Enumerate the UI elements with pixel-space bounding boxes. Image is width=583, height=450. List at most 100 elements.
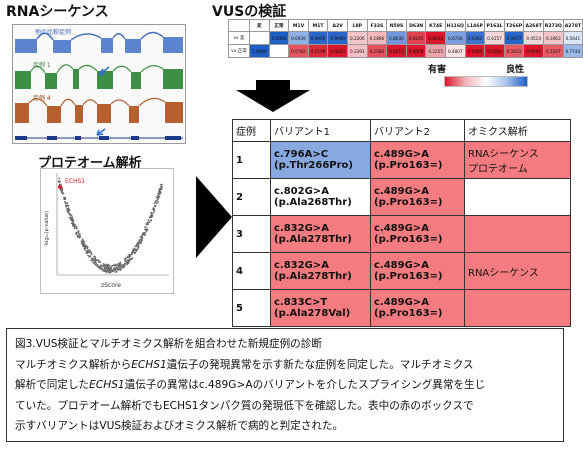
- volcano-point: [131, 250, 134, 253]
- volcano-point: [97, 260, 100, 263]
- vus-column-header: D63N: [406, 19, 427, 32]
- volcano-point: [64, 200, 66, 203]
- volcano-point: [69, 216, 72, 219]
- volcano-point: [72, 220, 75, 223]
- volcano-point: [67, 207, 70, 210]
- volcano-point: [156, 202, 158, 205]
- vus-column-header: 変: [250, 19, 270, 32]
- volcano-point: [78, 236, 81, 239]
- variant1-cell-line: (p.Ala268Thr): [274, 197, 352, 208]
- volcano-point: [158, 192, 161, 195]
- vus-heatmap-cell: 0.7744: [563, 45, 583, 58]
- vus-row-label: vs 変: [228, 32, 250, 45]
- volcano-point: [124, 259, 127, 262]
- volcano-point: [68, 209, 71, 211]
- volcano-point: [70, 214, 73, 217]
- vus-heatmap-cell: 0.2255: [426, 45, 446, 58]
- x-axis-label: zScore: [101, 282, 121, 289]
- volcano-point: [115, 270, 118, 273]
- vus-heatmap-cell: 0.5641: [563, 32, 583, 45]
- variant2-cell: c.489G>A(p.Pro163=): [370, 141, 465, 179]
- volcano-point: [90, 259, 93, 262]
- variant2-cell-line: (p.Pro163=): [374, 271, 443, 282]
- volcano-point: [110, 271, 112, 273]
- volcano-point: [160, 185, 163, 188]
- volcano-point: [84, 245, 87, 248]
- variant2-cell: c.489G>A(p.Pro163=): [370, 215, 465, 253]
- volcano-point: [136, 242, 139, 244]
- volcano-point: [161, 183, 163, 186]
- volcano-point: [135, 245, 138, 248]
- vus-heatmap-cell: 0.3463: [544, 32, 564, 45]
- variant2-cell: c.489G>A(p.Pro163=): [370, 289, 465, 327]
- variant2-cell-line: (p.Pro163=): [374, 308, 443, 319]
- header-case: 症例: [232, 119, 271, 142]
- volcano-point: [155, 196, 158, 199]
- volcano-point: [118, 267, 121, 269]
- volcano-point: [136, 243, 139, 246]
- vus-heatmap-cell: 0.8030: [387, 32, 407, 45]
- volcano-point: [135, 249, 138, 252]
- caption-line-3: ていた。プロテオーム解析でもECHS1タンパク質の発現低下を確認した。表中の赤の…: [15, 399, 474, 412]
- volcano-point: [128, 256, 131, 259]
- vus-heatmap-cell: 0.1547: [544, 45, 564, 58]
- volcano-point: [113, 267, 115, 270]
- figure-caption: 図3.VUS検証とマルチオミクス解析を組合わせた新規症例の診断 マルチオミクス解…: [6, 328, 564, 442]
- volcano-point: [87, 254, 89, 257]
- volcano-point: [108, 271, 111, 273]
- volcano-point: [86, 252, 89, 255]
- vus-heatmap-cell: 0.4257: [485, 32, 505, 45]
- vus-column-header: F33S: [367, 19, 388, 32]
- vus-heatmap-cell: 0.3391: [348, 45, 368, 58]
- volcano-point: [60, 191, 63, 194]
- variant1-cell: c.796A>C(p.Thr266Pro): [270, 141, 371, 179]
- volcano-point: [105, 264, 108, 266]
- volcano-point: [90, 252, 93, 254]
- pathogenicity-color-scale: [444, 76, 528, 87]
- volcano-point: [125, 262, 128, 265]
- omics-cell-line: RNAシーケンス: [468, 149, 539, 160]
- vus-heatmap-cell: 0.0245: [406, 32, 427, 45]
- volcano-point: [142, 233, 145, 236]
- volcano-point: [118, 268, 120, 271]
- vus-corner-cell: [228, 19, 250, 32]
- volcano-point: [73, 225, 75, 228]
- variant2-cell: c.489G>A(p.Pro163=): [370, 178, 465, 216]
- volcano-point: [70, 219, 73, 222]
- volcano-point: [75, 233, 78, 235]
- volcano-point: [100, 264, 102, 267]
- volcano-point: [90, 257, 93, 260]
- volcano-point: [132, 249, 134, 251]
- volcano-point: [82, 245, 85, 248]
- vus-heatmap-cell: 1.0000: [250, 45, 270, 58]
- volcano-point: [58, 177, 61, 180]
- variant2-cell-line: c.489G>A: [374, 297, 429, 308]
- vus-column-header: P163L: [485, 19, 505, 32]
- volcano-point: [110, 268, 112, 270]
- volcano-point: [118, 264, 121, 267]
- header-omics: オミクス解析: [464, 119, 571, 142]
- variant1-cell-line: c.832G>A: [274, 260, 329, 271]
- omics-cell: RNAシーケンス: [464, 252, 571, 290]
- volcano-point: [133, 247, 135, 250]
- track-label-case4: 症例 4: [33, 94, 51, 102]
- table-header-row: 症例 バリアント1 バリアント2 オミクス解析: [232, 119, 571, 142]
- volcano-point: [150, 213, 153, 215]
- vus-heatmap-cell: 0.6736: [446, 32, 466, 45]
- vus-heatmap-cell: 0.9393: [465, 32, 486, 45]
- volcano-point: [149, 220, 152, 222]
- volcano-point: [127, 262, 130, 265]
- volcano-point: [128, 254, 131, 257]
- omics-cell: [464, 178, 571, 216]
- volcano-point: [88, 249, 91, 251]
- vus-column-header: M1V: [289, 19, 309, 32]
- volcano-point: [142, 232, 144, 235]
- variant2-cell-line: (p.Pro163=): [374, 160, 443, 171]
- volcano-point: [158, 190, 161, 192]
- variant2-cell-line: (p.Pro163=): [374, 234, 443, 245]
- volcano-point: [156, 198, 159, 201]
